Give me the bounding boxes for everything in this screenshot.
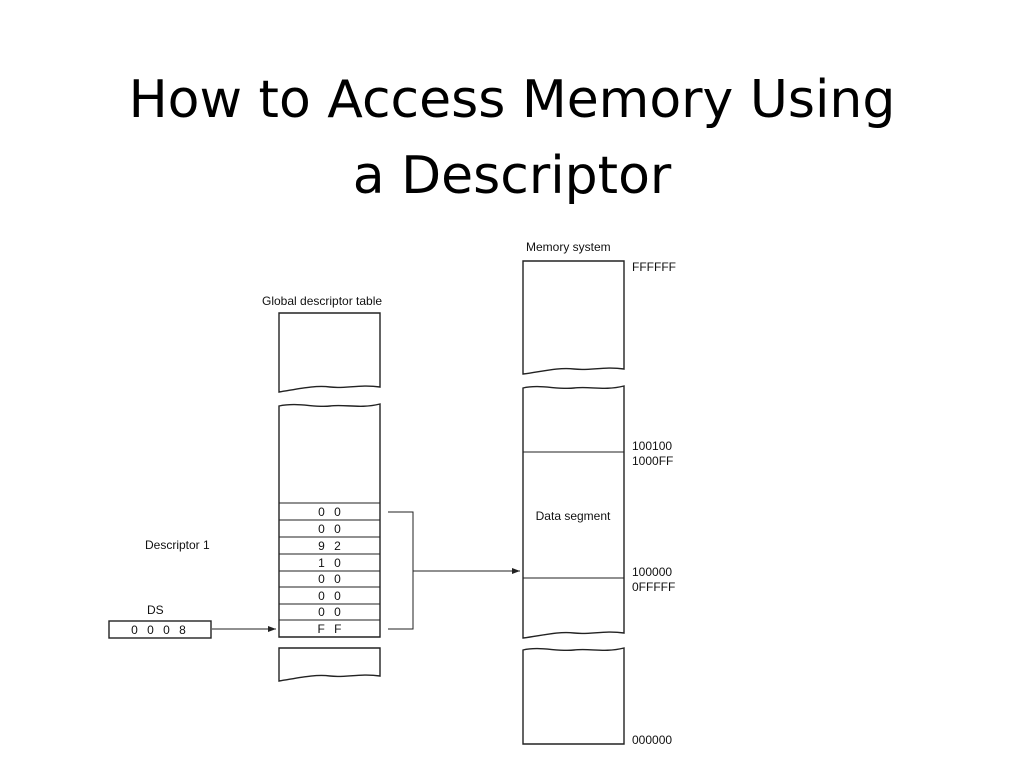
gdt-byte: F F xyxy=(318,622,345,636)
gdt-title: Global descriptor table xyxy=(262,294,382,308)
gdt-lower-fragment xyxy=(278,647,381,682)
descriptor-label: Descriptor 1 xyxy=(145,538,210,552)
slide-title-line-1: How to Access Memory Using xyxy=(128,70,896,130)
memory-bottom-fragment xyxy=(522,647,625,745)
slide-title: How to Access Memory Using a Descriptor xyxy=(0,62,1024,214)
gdt-byte: 0 0 xyxy=(318,589,344,603)
ds-label: DS xyxy=(147,603,164,617)
gdt-byte: 0 0 xyxy=(318,605,344,619)
gdt-byte: 0 0 xyxy=(318,522,344,536)
address-bottom: 000000 xyxy=(632,733,672,747)
memory-top-fragment xyxy=(522,260,625,375)
address-top: FFFFFF xyxy=(632,260,676,274)
gdt-column: 0 0 0 0 9 2 1 0 0 0 0 0 0 0 F F xyxy=(278,312,381,682)
gdt-byte: 0 0 xyxy=(318,505,344,519)
data-segment-label: Data segment xyxy=(536,509,611,523)
gdt-descriptor-rows: 0 0 0 0 9 2 1 0 0 0 0 0 0 0 F F xyxy=(279,502,380,636)
gdt-middle-section xyxy=(278,403,381,638)
gdt-byte: 9 2 xyxy=(318,539,344,553)
memory-column: Data segment xyxy=(522,260,625,745)
descriptor-bracket xyxy=(388,511,414,630)
ds-register-box xyxy=(108,620,212,639)
address-segment-base-2: 0FFFFF xyxy=(632,580,675,594)
slide-title-line-2: a Descriptor xyxy=(352,146,672,206)
address-segment-top-2: 1000FF xyxy=(632,454,673,468)
gdt-byte: 0 0 xyxy=(318,572,344,586)
address-segment-base-1: 100000 xyxy=(632,565,672,579)
ds-value: 0 0 0 8 xyxy=(131,623,189,637)
memory-title: Memory system xyxy=(526,240,611,254)
memory-middle-section xyxy=(522,385,625,639)
gdt-upper-fragment xyxy=(278,312,381,393)
address-segment-top-1: 100100 xyxy=(632,439,672,453)
gdt-byte: 1 0 xyxy=(318,556,344,570)
